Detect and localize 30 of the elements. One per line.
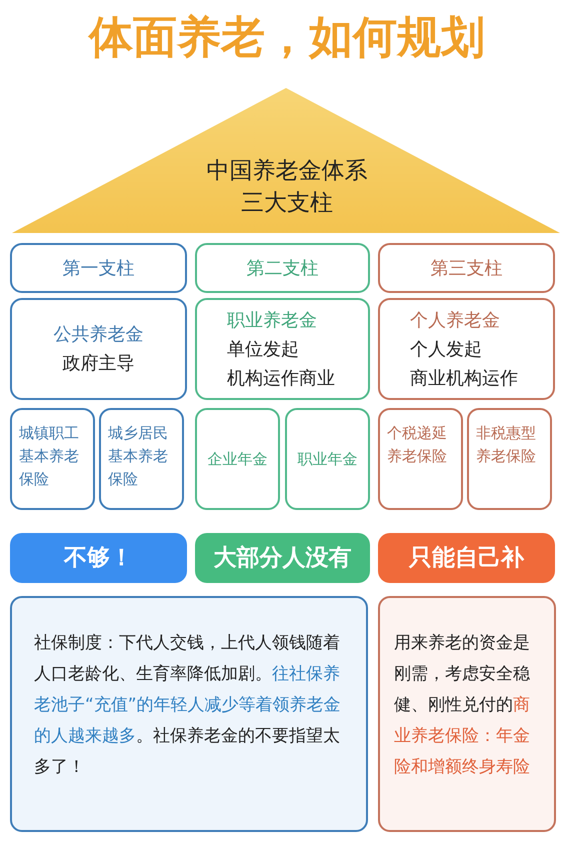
pension-type-card <box>195 298 370 400</box>
insurance-card: 个税递延养老保险 <box>378 408 463 510</box>
insurance-card: 城乡居民基本养老保险 <box>99 408 184 510</box>
insurance-card: 城镇职工基本养老保险 <box>10 408 95 510</box>
pension-type-card <box>378 298 555 400</box>
insurance-card: 职业年金 <box>285 408 370 510</box>
insurance-card: 非税惠型养老保险 <box>467 408 552 510</box>
roof-title: 中国养老金体系 <box>206 157 368 186</box>
pension-detail: 机构运作商业 <box>227 366 335 390</box>
note-panel <box>10 596 368 832</box>
note-panel <box>378 596 556 832</box>
pillar-header: 第一支柱 <box>10 243 187 293</box>
insurance-card: 企业年金 <box>195 408 280 510</box>
pillar-header: 第三支柱 <box>378 243 555 293</box>
pension-name: 公共养老金 <box>54 323 144 347</box>
verdict-banner: 大部分人没有 <box>195 533 370 583</box>
pension-name: 个人养老金 <box>410 308 500 332</box>
verdict-banner: 只能自己补 <box>378 533 555 583</box>
pension-type-card <box>10 298 187 400</box>
note-text: 社保制度：下代人交钱，上代人领钱随着人口老龄化、生育率降低加剧。往社保养老池子“充值”的年轻人减少等着领养老金的人越来越多。社保养老金的不要指望太多了！ <box>34 632 342 779</box>
pension-name: 职业养老金 <box>227 308 317 332</box>
note-text: 用来养老的资金是刚需，考虑安全稳健、刚性兑付的商业养老保险：年金险和增额终身寿险 <box>394 632 531 779</box>
pension-detail: 政府主导 <box>62 352 134 376</box>
pension-detail: 商业机构运作 <box>410 366 518 390</box>
pension-detail: 单位发起 <box>227 338 299 362</box>
verdict-banner: 不够！ <box>10 533 187 583</box>
roof-title: 三大支柱 <box>241 189 333 218</box>
page-title: 体面养老，如何规划 <box>87 11 486 65</box>
pillar-header: 第二支柱 <box>195 243 370 293</box>
pension-detail: 个人发起 <box>410 338 482 362</box>
